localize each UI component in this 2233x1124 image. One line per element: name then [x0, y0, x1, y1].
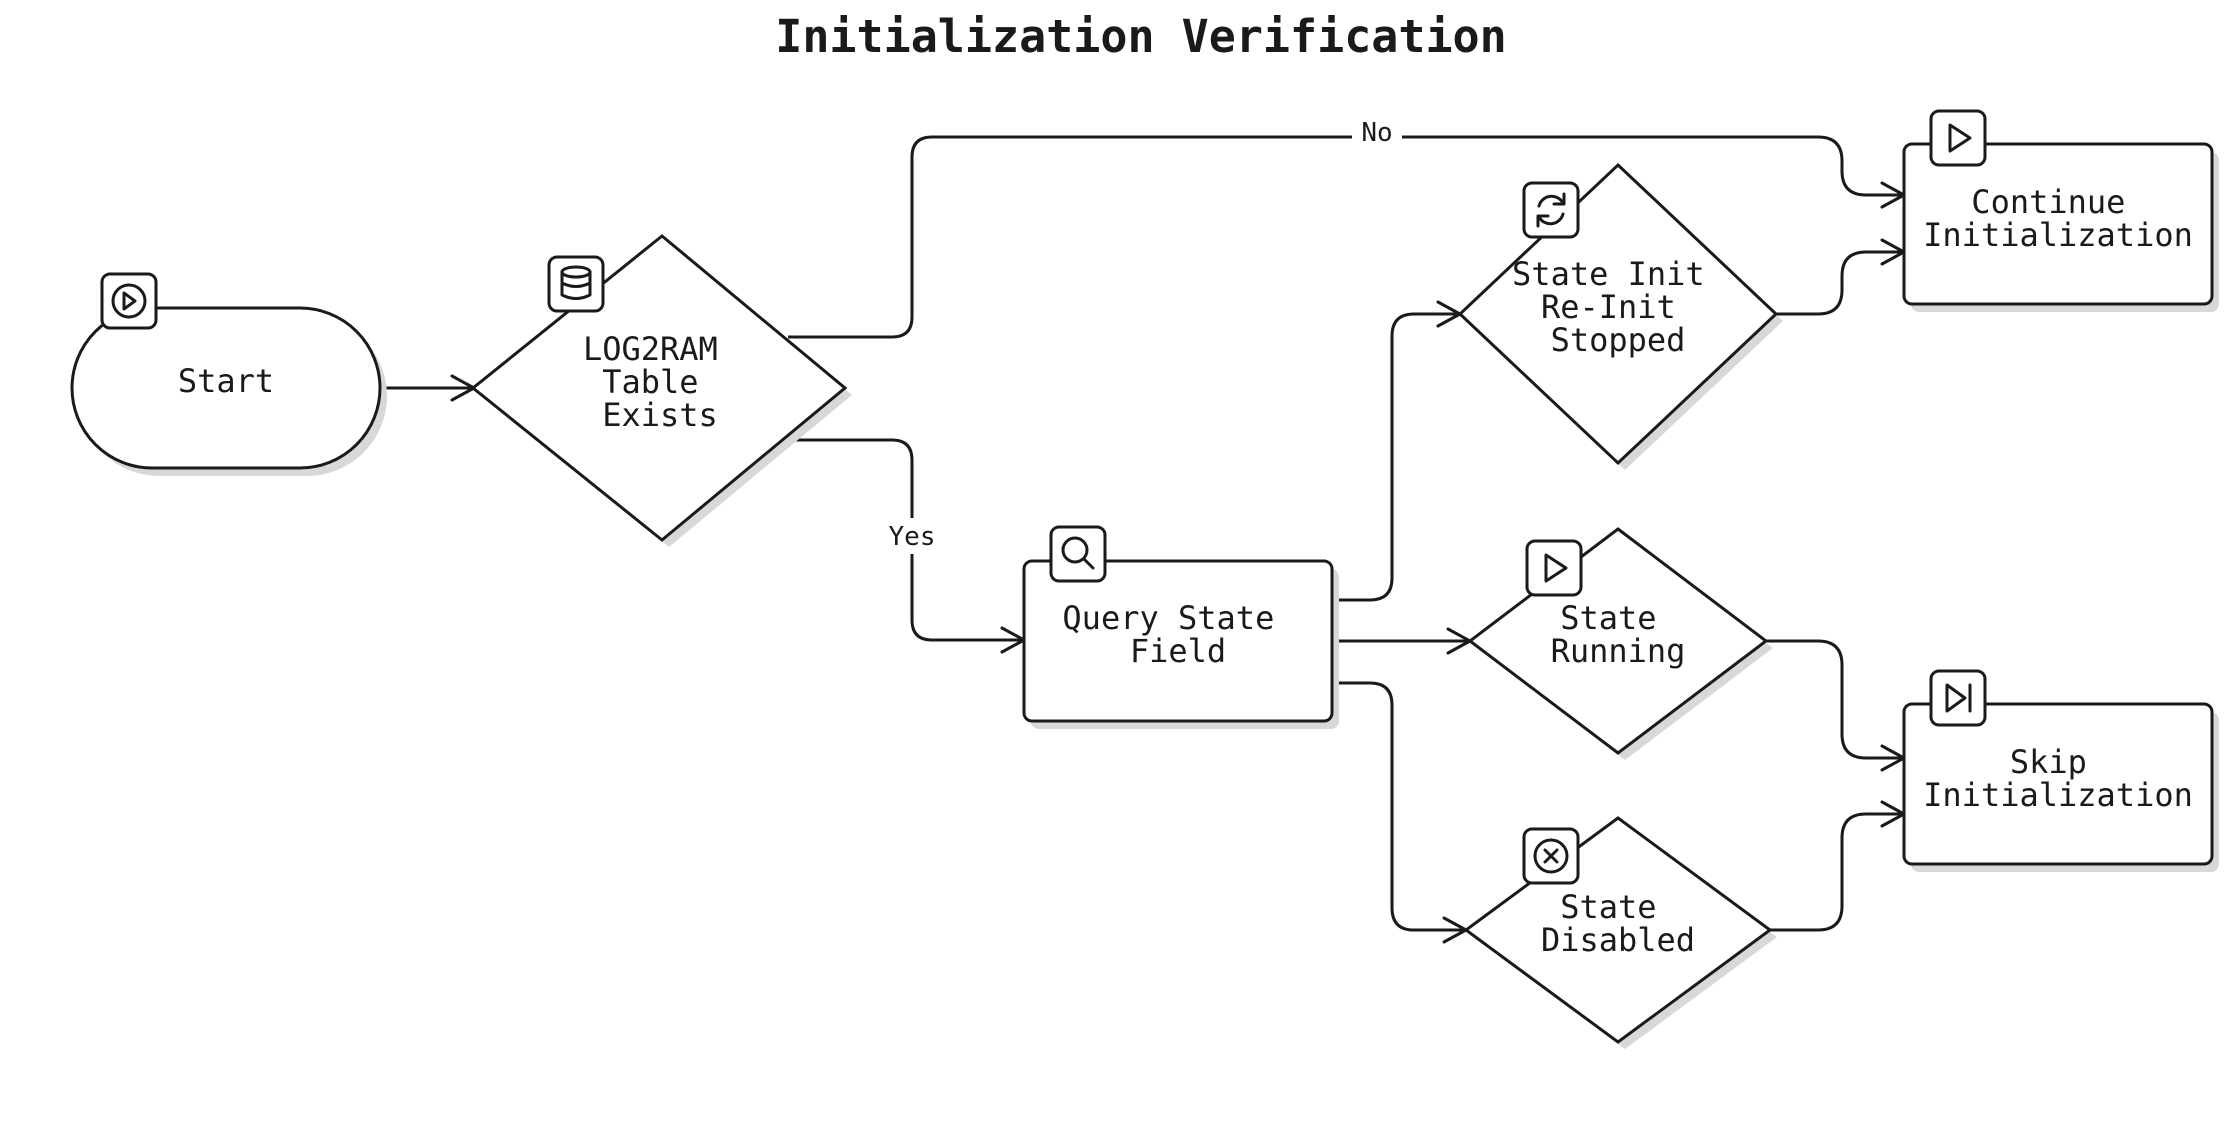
edge-label-background: [1352, 116, 1402, 152]
node-start[interactable]: Start: [70, 272, 387, 476]
node-skip-label: Skip Initialization: [1923, 743, 2193, 814]
database-icon: [547, 255, 605, 313]
node-state-running-label: State Running: [1551, 599, 1686, 670]
edges: No Yes: [382, 116, 1906, 944]
refresh-icon: [1522, 181, 1580, 239]
node-state-disabled[interactable]: State Disabled: [1463, 816, 1777, 1049]
node-continue-label: Continue Initialization: [1923, 183, 2193, 254]
edge-label-background: [882, 518, 942, 554]
search-icon: [1049, 525, 1107, 583]
edge-query-to-state-init: [1332, 312, 1458, 602]
edge-state-running-to-skip: [1766, 639, 1902, 760]
node-log2ram-label: LOG2RAM Table Exists: [583, 330, 737, 434]
play-circle-icon: [100, 272, 158, 330]
node-skip-initialization[interactable]: Skip Initialization: [1902, 669, 2219, 872]
node-state-disabled-label: State Disabled: [1541, 888, 1695, 959]
play-icon: [1525, 539, 1583, 597]
edge-state-disabled-to-skip: [1770, 812, 1902, 932]
node-continue-initialization[interactable]: Continue Initialization: [1902, 109, 2219, 312]
edge-query-to-state-disabled: [1332, 681, 1464, 932]
node-log2ram-table-exists[interactable]: LOG2RAM Table Exists: [470, 234, 852, 547]
edge-label-yes: Yes: [889, 522, 936, 552]
node-query-state-field[interactable]: Query State Field: [1022, 525, 1339, 729]
play-icon: [1929, 109, 1987, 167]
skip-forward-icon: [1929, 669, 1987, 727]
node-start-label: Start: [178, 362, 274, 400]
node-state-init-label: State Init Re-Init Stopped: [1512, 255, 1724, 359]
edge-label-no: No: [1361, 118, 1392, 148]
edge-state-init-to-continue: [1776, 250, 1902, 316]
node-state-running[interactable]: State Running: [1467, 527, 1773, 760]
x-circle-icon: [1522, 827, 1580, 885]
diagram-title: Initialization Verification: [775, 10, 1507, 63]
node-state-init-re-init-stopped[interactable]: State Init Re-Init Stopped: [1457, 162, 1783, 470]
node-query-state-label: Query State Field: [1062, 599, 1293, 670]
